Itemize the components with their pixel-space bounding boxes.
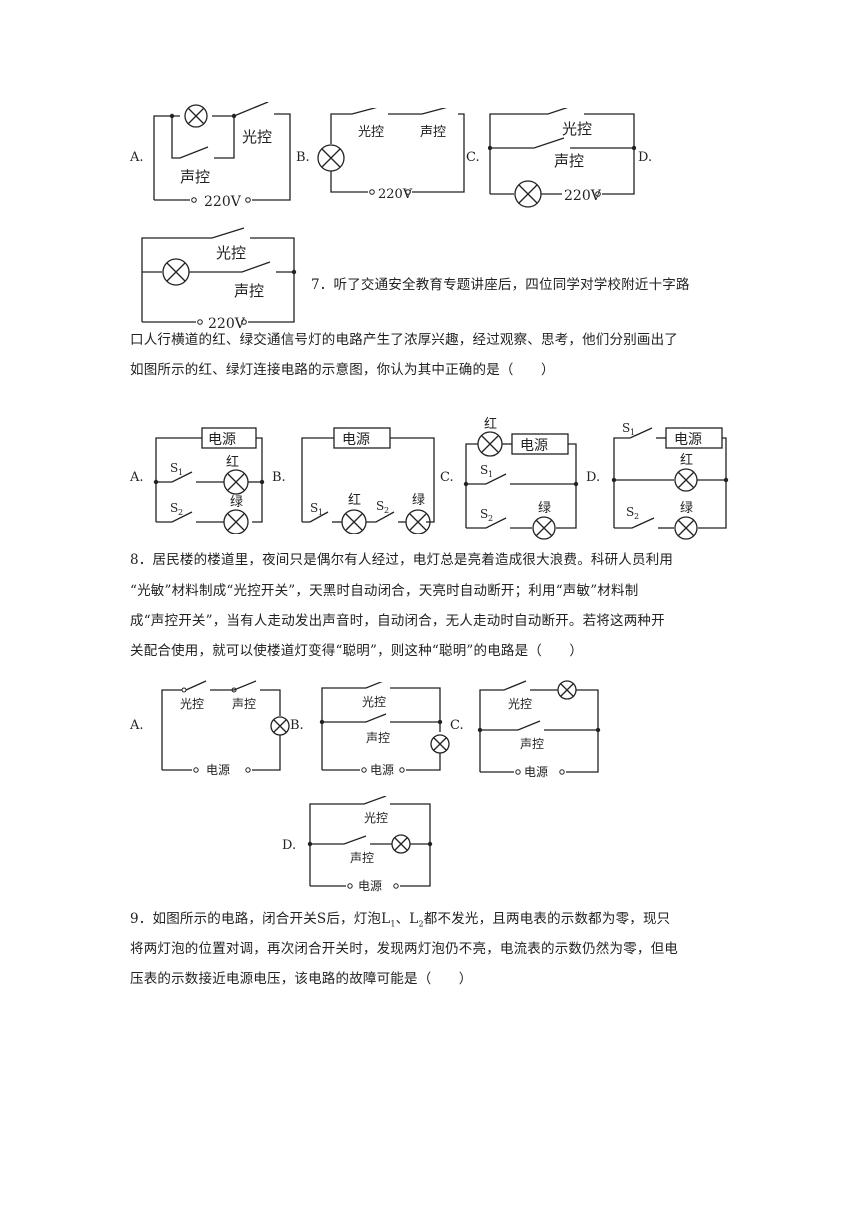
- svg-text:声控: 声控: [366, 731, 390, 745]
- svg-text:电源: 电源: [524, 765, 548, 779]
- svg-text:声控: 声控: [420, 125, 446, 140]
- svg-text:绿: 绿: [680, 501, 693, 516]
- svg-text:1: 1: [630, 428, 635, 437]
- sound-control-label: 声控: [180, 168, 210, 186]
- svg-text:1: 1: [178, 468, 183, 477]
- svg-text:2: 2: [488, 514, 493, 523]
- svg-text:声控: 声控: [554, 152, 584, 170]
- circuit-q6-c: 光控 声控 220V: [488, 108, 637, 208]
- svg-text:光控: 光控: [364, 811, 388, 825]
- svg-text:电源: 电源: [206, 763, 230, 776]
- circuit-q6-a: 光控 声控 220V: [153, 102, 291, 210]
- svg-text:2: 2: [178, 508, 183, 517]
- svg-text:S: S: [310, 501, 318, 515]
- svg-text:声控: 声控: [232, 697, 256, 711]
- red-label: 红: [226, 454, 239, 470]
- circuit-q6-d: 光控 声控 220V: [141, 227, 297, 332]
- q8-line-4: 关配合使用，就可以使楼道灯变得“聪明”，则这种“聪明”的电路是（ ）: [130, 643, 584, 659]
- svg-text:220V: 220V: [378, 187, 413, 200]
- svg-text:声控: 声控: [520, 737, 544, 751]
- svg-text:S: S: [170, 501, 178, 515]
- option-d-label: D.: [638, 150, 653, 165]
- svg-text:电源: 电源: [370, 763, 394, 777]
- svg-text:红: 红: [680, 452, 693, 468]
- svg-text:光控: 光控: [362, 695, 386, 709]
- q8-line-3: 成“声控开关”，当有人走动发出声音时，自动闭合，无人走动时自动断开。若将这两种开: [130, 613, 665, 629]
- svg-text:2: 2: [634, 512, 639, 521]
- svg-text:2: 2: [384, 506, 389, 515]
- svg-text:电源: 电源: [342, 432, 370, 448]
- q7-line-2: 口人行横道的红、绿交通信号灯的电路产生了浓厚兴趣，经过观察、思考，他们分别画出了: [130, 332, 678, 348]
- q7-line-3: 如图所示的红、绿灯连接电路的示意图，你认为其中正确的是（ ）: [130, 362, 555, 378]
- q7-line-1: 7．听了交通安全教育专题讲座后，四位同学对学校附近十字路: [311, 277, 690, 293]
- svg-text:声控: 声控: [234, 282, 264, 300]
- circuit-q8-a: 光控 声控 电源: [161, 680, 290, 776]
- q8-line-2: “光敏”材料制成“光控开关”，天黑时自动闭合，天亮时自动断开；利用“声敏”材料制: [130, 583, 639, 599]
- power-label: 电源: [208, 432, 236, 448]
- circuit-q8-c: 光控 声控 电源: [477, 680, 601, 779]
- svg-text:光控: 光控: [508, 697, 532, 711]
- svg-text:220V: 220V: [208, 316, 246, 332]
- circuit-q8-b: 光控 声控 电源: [319, 682, 450, 777]
- svg-text:S: S: [376, 499, 384, 513]
- q9-line-2: 将两灯泡的位置对调，再次闭合开关时，发现两灯泡仍不亮，电流表的示数仍然为零，但电: [130, 941, 678, 957]
- svg-text:绿: 绿: [412, 493, 425, 508]
- svg-text:光控: 光控: [358, 125, 384, 140]
- voltage-label: 220V: [204, 194, 242, 210]
- svg-text:S: S: [622, 421, 630, 435]
- svg-text:电源: 电源: [674, 432, 702, 448]
- svg-text:S: S: [626, 505, 634, 519]
- q8-line-1: 8．居民楼的楼道里，夜间只是偶尔有人经过，电灯总是亮着造成很大浪费。科研人员利用: [130, 552, 674, 568]
- svg-text:声控: 声控: [350, 851, 374, 865]
- svg-text:S: S: [480, 463, 488, 477]
- green-label: 绿: [230, 495, 243, 510]
- option-c-label: C.: [466, 150, 480, 165]
- svg-text:S: S: [170, 461, 178, 475]
- svg-text:红: 红: [348, 492, 361, 508]
- svg-text:电源: 电源: [520, 438, 548, 454]
- svg-text:光控: 光控: [562, 120, 592, 138]
- svg-text:1: 1: [488, 470, 493, 479]
- svg-text:220V: 220V: [564, 188, 602, 204]
- circuit-q6-b: 光控 声控 220V: [317, 108, 465, 200]
- option-a-label: A.: [130, 150, 144, 165]
- light-control-label: 光控: [242, 128, 272, 146]
- circuit-q7-d: S 1 电源 红 S 2 绿: [611, 421, 729, 540]
- svg-text:绿: 绿: [538, 501, 551, 516]
- svg-text:光控: 光控: [180, 697, 204, 711]
- svg-text:光控: 光控: [216, 244, 246, 262]
- q9-line-1: 9．如图所示的电路，闭合开关S后，灯泡L1、L2都不发光，且两电表的示数都为零，…: [130, 911, 671, 929]
- circuit-q8-d: 光控 声控 电源: [307, 796, 433, 893]
- svg-text:S: S: [480, 507, 488, 521]
- svg-text:电源: 电源: [358, 879, 382, 893]
- option-b-label: B.: [296, 150, 310, 165]
- svg-text:1: 1: [318, 508, 323, 517]
- circuit-q7-a: 电源 S 1 S 2 红 绿: [153, 427, 265, 534]
- circuit-q7-b: 电源 S 1 红 S 2 绿: [301, 427, 435, 534]
- q9-line-3: 压表的示数接近电源电压，该电路的故障可能是（ ）: [130, 971, 473, 987]
- svg-text:红: 红: [484, 416, 497, 432]
- circuit-q7-c: 红 电源 S 1 S 2 绿: [463, 416, 579, 540]
